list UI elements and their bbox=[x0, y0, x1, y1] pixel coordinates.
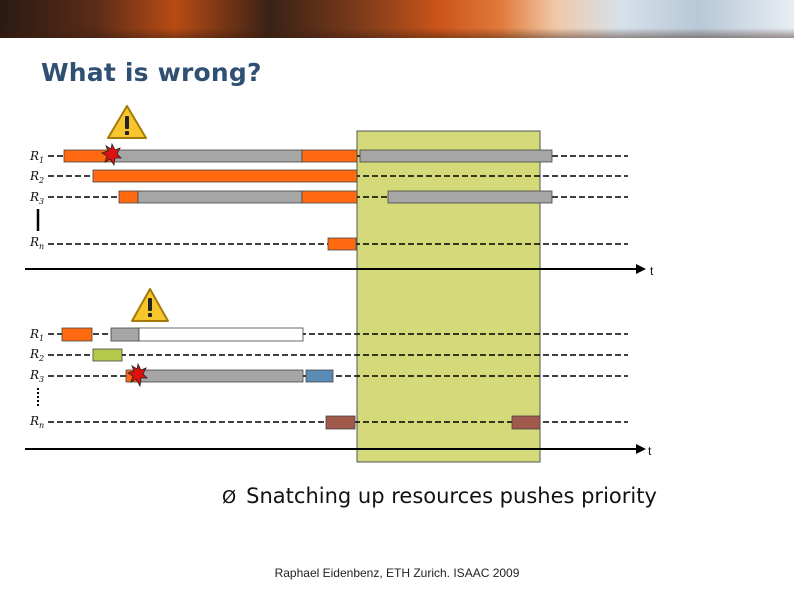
bar-r1-gray-2 bbox=[360, 150, 552, 162]
highlight-window bbox=[357, 131, 540, 462]
bar-r3-gray bbox=[138, 370, 303, 382]
row-label-rn: Rn bbox=[29, 414, 44, 430]
bar-r1-empty bbox=[139, 328, 303, 341]
warning-icon bbox=[108, 106, 146, 138]
row-label-r3: R3 bbox=[29, 368, 44, 384]
warning-icon bbox=[132, 289, 168, 321]
row-label-r1: R1 bbox=[29, 327, 44, 343]
time-axis-arrowhead bbox=[636, 444, 646, 454]
explosion-icon bbox=[128, 364, 147, 386]
bar-r2-orange bbox=[93, 170, 357, 182]
bar-r1-orange bbox=[62, 328, 92, 341]
row-label-rn: Rn bbox=[29, 235, 44, 251]
bar-rn-brown-1 bbox=[326, 416, 355, 429]
row-label-r2: R2 bbox=[29, 169, 44, 185]
bar-r1-gray bbox=[111, 328, 139, 341]
bar-r3-gray-1 bbox=[138, 191, 302, 203]
time-axis-arrowhead bbox=[636, 264, 646, 274]
bar-r1-orange-2 bbox=[302, 150, 357, 162]
time-axis-label: t bbox=[648, 444, 652, 458]
top-diagram: t R1 R2 R3 Rn bbox=[25, 106, 654, 278]
row-label-r1: R1 bbox=[29, 149, 44, 165]
row-label-r2: R2 bbox=[29, 347, 44, 363]
row-label-r3: R3 bbox=[29, 190, 44, 206]
bar-r3-blue bbox=[306, 370, 333, 382]
bar-r3-orange-1 bbox=[119, 191, 138, 203]
bar-r3-orange-2 bbox=[302, 191, 357, 203]
bar-rn-brown-2 bbox=[512, 416, 540, 429]
bar-rn-orange bbox=[328, 238, 356, 250]
bullet-arrow-icon: Ø bbox=[222, 487, 236, 508]
bar-r2-green bbox=[93, 349, 122, 361]
slide-footer: Raphael Eidenbenz, ETH Zurich. ISAAC 200… bbox=[0, 566, 794, 580]
bar-r1-gray-1 bbox=[112, 150, 302, 162]
bar-r3-gray-2 bbox=[388, 191, 552, 203]
bottom-diagram: t R1 R2 R3 Rn bbox=[25, 289, 652, 458]
time-axis-label: t bbox=[650, 264, 654, 278]
bullet-point: Ø Snatching up resources pushes priority bbox=[222, 484, 657, 508]
bullet-text: Snatching up resources pushes priority bbox=[246, 484, 657, 508]
